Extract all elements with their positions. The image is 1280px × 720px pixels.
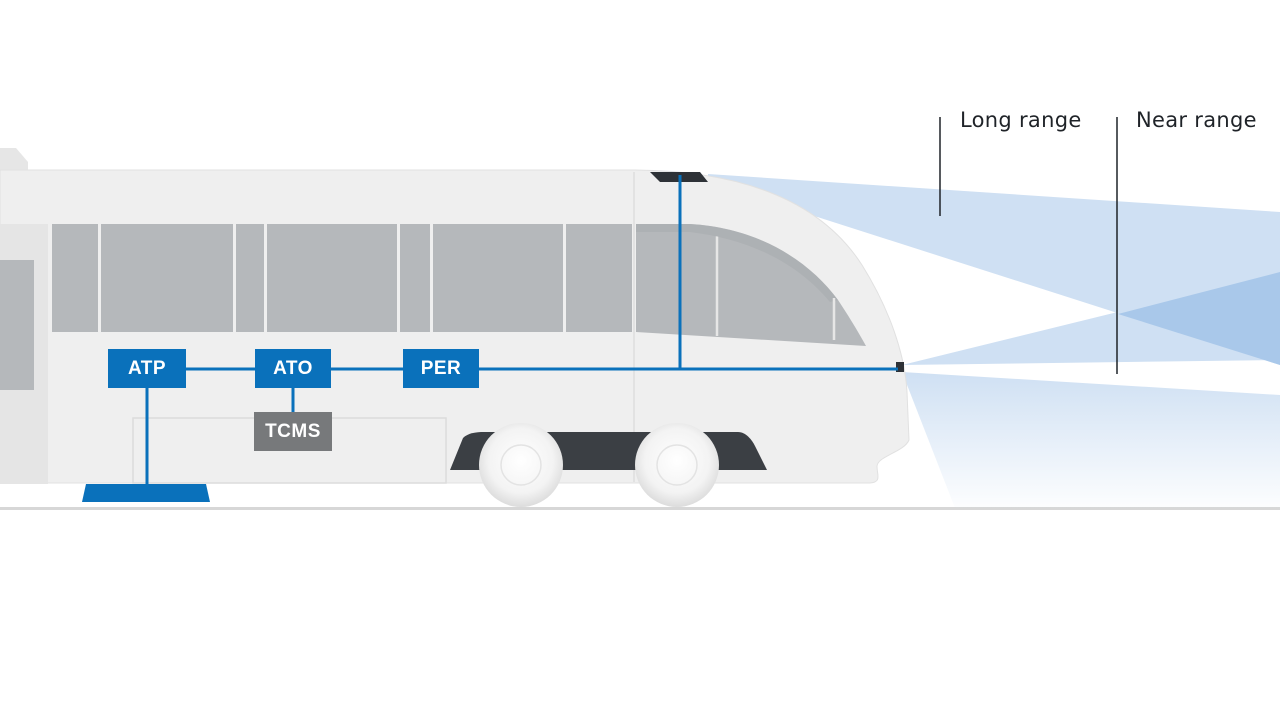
wheel-rear-hub [500,444,542,486]
window-2 [101,224,233,332]
nose-sensor [896,362,904,372]
window-4 [267,224,397,332]
atp-box: ATP [108,349,186,388]
wheel-front [635,423,719,507]
ato-box: ATO [255,349,331,388]
near-range-label: Near range [1136,108,1257,132]
per-box: PER [403,349,479,388]
long-range-label: Long range [960,108,1082,132]
wheel-rear [479,423,563,507]
cab-window-highlight [636,224,838,302]
near-range-beam-lower [902,372,1280,508]
window-1 [52,224,98,332]
beam-overlap [1118,272,1280,365]
wheel-front-hub [656,444,698,486]
tcms-box: TCMS [254,412,332,451]
window-5 [400,224,430,332]
window-7 [566,224,632,332]
balise [82,484,210,502]
cab-window [636,224,866,346]
window-3 [236,224,264,332]
near-range-beam-upper [902,272,1280,365]
window-6 [433,224,563,332]
door-window [0,260,34,390]
track-line [0,507,1280,510]
